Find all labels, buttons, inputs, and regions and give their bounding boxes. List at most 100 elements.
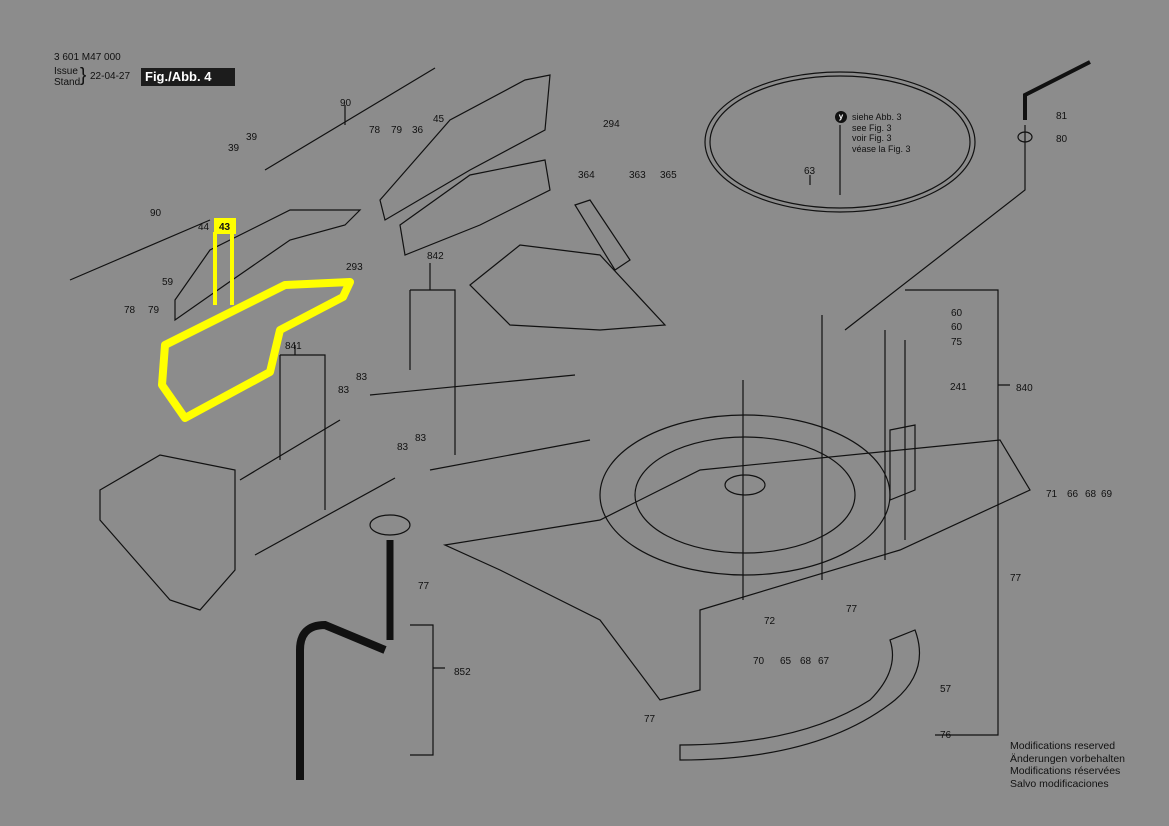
part-label: 75	[951, 337, 963, 348]
part-label: 57	[940, 684, 952, 695]
leader	[742, 315, 906, 600]
table-extension-right	[469, 244, 667, 331]
part-label: 76	[940, 730, 952, 741]
part-label: 63	[804, 166, 816, 177]
cable-90	[264, 67, 436, 171]
part-label: 77	[1010, 573, 1022, 584]
clamp-364	[574, 199, 631, 271]
ring-63	[704, 71, 976, 213]
note-line: Änderungen vorbehalten	[1010, 752, 1126, 765]
highlight-outline	[158, 278, 354, 422]
table-extension-left	[99, 454, 236, 611]
leader-852	[410, 624, 445, 756]
note-line: Modifications reserved	[1010, 740, 1116, 752]
cross-reference-marker: y	[835, 111, 847, 123]
handle-852	[296, 620, 387, 780]
turntable-hub	[724, 474, 766, 496]
part-label: 81	[1056, 111, 1068, 122]
part-label: 83	[415, 433, 427, 444]
figure-label: Fig./Abb. 4	[141, 68, 235, 86]
scale-57	[679, 629, 921, 761]
part-outlines	[69, 60, 1091, 780]
base-frame	[442, 439, 1031, 701]
leader	[809, 125, 1026, 331]
part-label: 68	[800, 656, 812, 667]
part-label: 77	[418, 581, 430, 592]
part-label: 65	[780, 656, 792, 667]
fence-36	[379, 74, 551, 221]
rod	[254, 477, 396, 556]
issue-brace: }	[80, 65, 87, 86]
part-label: 60	[951, 322, 963, 333]
rod	[369, 374, 576, 396]
part-label: 72	[764, 616, 776, 627]
part-label: 78	[124, 305, 136, 316]
stand-label: Stand	[54, 77, 81, 88]
part-label: 83	[397, 442, 409, 453]
part-label: 852	[454, 667, 471, 678]
part-label: 69	[1101, 489, 1113, 500]
part-label: 66	[1067, 489, 1079, 500]
part-label: 68	[1085, 489, 1097, 500]
part-label: 59	[162, 277, 174, 288]
part-label: 79	[148, 305, 160, 316]
issue-label: Issue	[54, 66, 78, 77]
highlight-part-43	[158, 218, 354, 422]
part-labels: 90 90 39 39 78 79 36 45 294 44 43 293 59…	[124, 98, 1113, 741]
cross-reference-line: véase la Fig. 3	[852, 143, 911, 154]
cable-90	[69, 219, 211, 281]
part-label: 79	[391, 125, 403, 136]
part-label: 83	[338, 385, 350, 396]
ring-63-inner	[709, 75, 971, 209]
cross-reference-line: see Fig. 3	[852, 122, 892, 133]
note-line: Salvo modificaciones	[1010, 777, 1109, 790]
turntable-inner	[634, 436, 856, 554]
part-label: 71	[1046, 489, 1058, 500]
part-label: 80	[1056, 134, 1068, 145]
part-label: 842	[427, 251, 444, 262]
part-label: 45	[433, 114, 445, 125]
part-label: 77	[644, 714, 656, 725]
part-label-highlighted: 43	[219, 222, 231, 233]
part-label: 78	[369, 125, 381, 136]
part-label: 365	[660, 170, 677, 181]
leader-840	[905, 289, 1010, 736]
part-label: 90	[150, 208, 162, 219]
part-label: 70	[753, 656, 765, 667]
part-label: 67	[818, 656, 830, 667]
rod	[239, 419, 341, 481]
part-label: 39	[228, 143, 240, 154]
part-label: 840	[1016, 383, 1033, 394]
part-label: 364	[578, 170, 595, 181]
part-label: 36	[412, 125, 424, 136]
part-label: 39	[246, 132, 258, 143]
part-label: 77	[846, 604, 858, 615]
fence-44	[174, 209, 362, 322]
part-label: 90	[340, 98, 352, 109]
issue-date: 22-04-27	[90, 71, 131, 82]
part-label: 44	[198, 222, 210, 233]
rod	[429, 439, 591, 471]
cross-reference-line: siehe Abb. 3	[852, 112, 902, 122]
leader-842	[409, 263, 456, 455]
part-label: 363	[629, 170, 646, 181]
cross-reference-line: voir Fig. 3	[852, 133, 892, 143]
fence-45	[399, 159, 551, 256]
cross-reference-text: siehe Abb. 3 see Fig. 3 voir Fig. 3 véas…	[852, 112, 911, 154]
part-number: 3 601 M47 000	[54, 52, 121, 63]
knob	[369, 514, 411, 536]
part-label: 83	[356, 372, 368, 383]
lever-81	[1023, 60, 1091, 120]
highlight-label-bg	[214, 218, 236, 234]
modification-notes: Modifications reserved Änderungen vorbeh…	[1010, 740, 1125, 790]
miter-scale	[889, 424, 916, 501]
part-label: 841	[285, 341, 302, 352]
part-label: 60	[951, 308, 963, 319]
part-label: 293	[346, 262, 363, 273]
leader-841	[279, 345, 326, 510]
part-label: 294	[603, 119, 620, 130]
note-line: Modifications réservées	[1010, 765, 1121, 777]
part-label: 241	[950, 382, 967, 393]
